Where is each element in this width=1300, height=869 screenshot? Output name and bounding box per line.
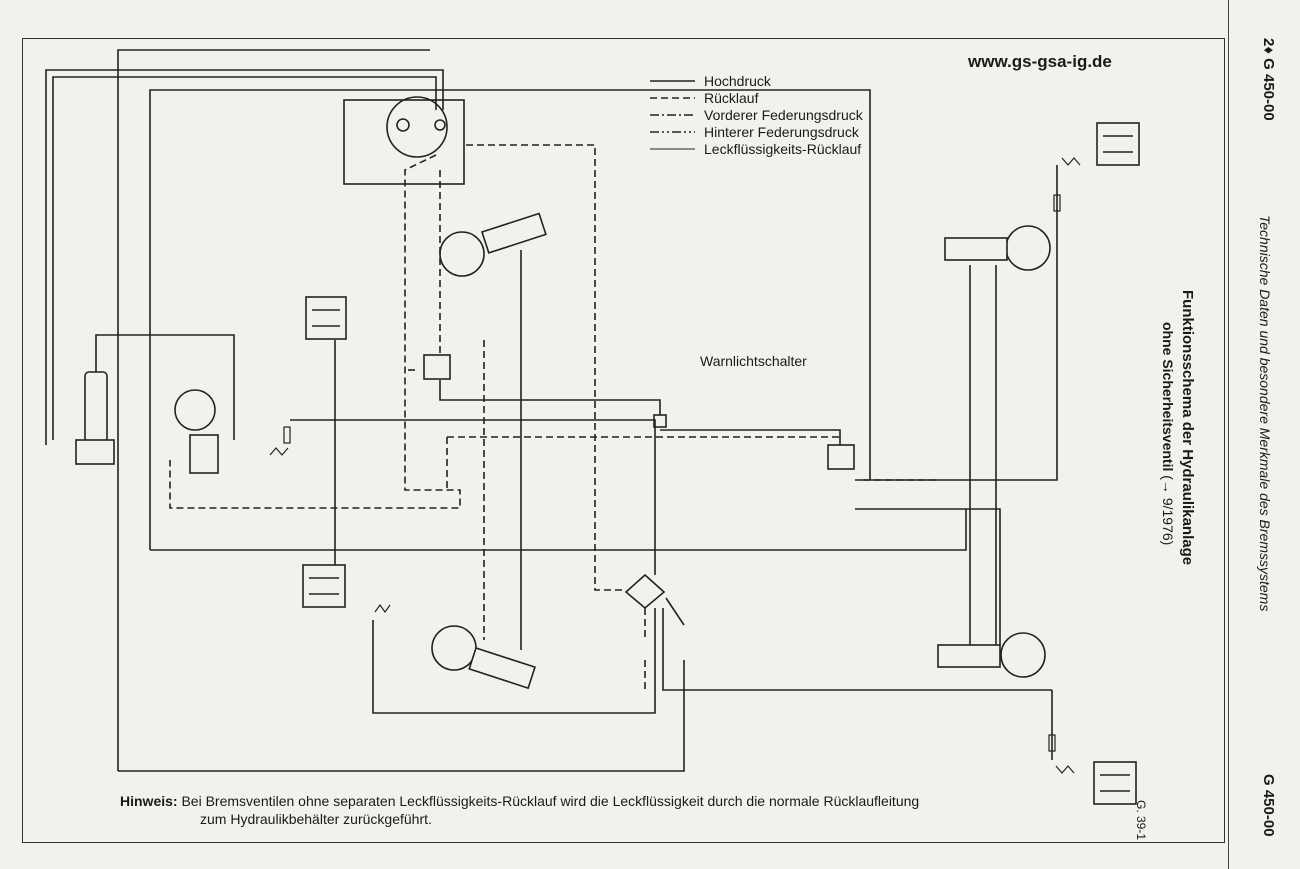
legend-label-ruecklauf: Rücklauf [704,90,759,106]
page-header-code: 2♦ G 450-00 [1260,38,1277,121]
subtitle-prefix: ohne Sicherheitsventil [1160,322,1176,472]
brake-unit-front-right [1096,122,1140,166]
note-line-2: zum Hydraulikbehälter zurückgeführt. [200,811,432,827]
subtitle-suffix: (→ 9/1976) [1160,471,1176,546]
website-url[interactable]: www.gs-gsa-ig.de [968,52,1112,71]
brake-valve [624,573,666,610]
legend-label-vorderer-federungsdruck: Vorderer Federungsdruck [704,107,863,123]
height-corrector-rear [827,444,855,470]
brake-unit-rear-right [1093,761,1137,805]
brake-unit-rear-left [302,564,346,608]
pressure-accumulator [174,389,219,474]
suspension-sphere-front-right [944,225,1051,271]
hydraulic-reservoir [343,96,465,185]
legend-label-leckfluessigkeits-ruecklauf: Leckflüssigkeits-Rücklauf [704,141,862,157]
section-title: Technische Daten und besondere Merkmale … [1257,215,1273,612]
page-footer-code: G 450-00 [1260,774,1277,837]
return-lines [169,144,940,690]
height-corrector-front [423,354,451,380]
legend-label-hochdruck: Hochdruck [704,73,771,89]
suspension-sphere-rear-right [937,632,1046,678]
brake-unit-front-left [305,296,347,340]
suspension-sphere-rear-left [431,625,536,690]
warnlichtschalter-label: Warnlichtschalter [700,353,807,369]
note-prefix: Hinweis: [120,793,178,809]
note-line-1: Bei Bremsventilen ohne separaten Leckflü… [181,793,920,809]
diagram-title: Funktionsschema der Hydraulikanlage [1179,290,1196,566]
diagram-frame [22,38,1225,843]
diagram-subtitle: ohne Sicherheitsventil (→ 9/1976) [1160,322,1176,545]
legend-label-hinterer-federungsdruck: Hinterer Federungsdruck [704,124,859,140]
page-margin-line [1228,0,1229,869]
figure-reference: G. 39-1 [1134,800,1148,841]
high-pressure-lines [45,49,1058,772]
note-hinweis: Hinweis: Bei Bremsventilen ohne separate… [120,792,920,827]
legend-samples [650,80,695,150]
high-pressure-pump [75,334,235,465]
suspension-sphere-front-left [439,212,547,277]
spring-symbols [269,157,1081,774]
